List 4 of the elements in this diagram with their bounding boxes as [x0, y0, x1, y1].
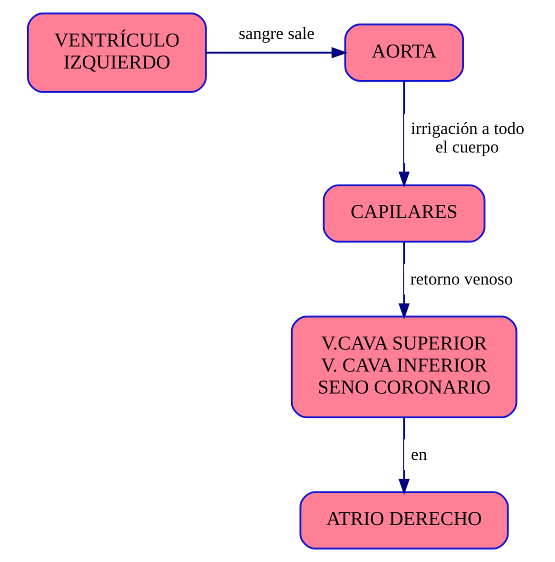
edge-label: irrigación a todo el cuerpo — [410, 118, 524, 156]
edge-label: sangre sale — [238, 24, 314, 43]
edge-label: retorno venoso — [410, 269, 512, 288]
edge-label: en — [410, 444, 427, 464]
